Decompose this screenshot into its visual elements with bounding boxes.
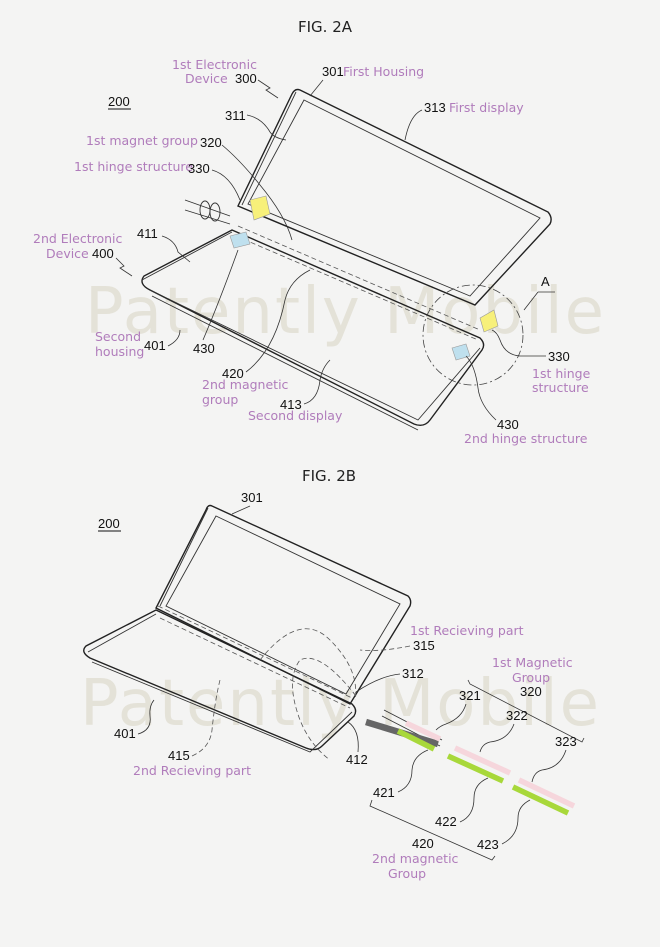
- leader-415: [191, 679, 221, 757]
- ref-400: 400: [92, 246, 114, 261]
- leader-320-a: [221, 144, 293, 241]
- ref-422: 422: [435, 814, 457, 829]
- ref-423: 423: [477, 837, 499, 852]
- magnet-rods: [365, 709, 576, 816]
- ref-323: 323: [555, 734, 577, 749]
- detail-a-label: A: [541, 274, 550, 289]
- ref-401-b: 401: [114, 726, 136, 741]
- second-housing-drawing: [141, 225, 485, 431]
- ref-301: 301: [322, 64, 344, 79]
- label-second-display: Second display: [248, 408, 343, 423]
- label-second-housing-line1: Second: [95, 329, 141, 344]
- first-magnet-right: [479, 309, 499, 333]
- leader-420-a: [245, 269, 311, 373]
- bracket-320: [467, 679, 585, 743]
- ref-322: 322: [506, 708, 528, 723]
- leader-401-a: [167, 329, 181, 347]
- leader-322: [479, 723, 515, 753]
- leader-400: [115, 257, 133, 277]
- leader-312: [355, 673, 401, 693]
- ref-413: 413: [280, 397, 302, 412]
- label-first-device-line2: Device: [185, 71, 228, 86]
- fig-2a-title: FIG. 2A: [298, 18, 353, 36]
- label-second-magnetic-group-b-line2: Group: [388, 866, 426, 881]
- fig-2b-title: FIG. 2B: [302, 467, 356, 485]
- leader-412: [347, 721, 359, 753]
- ref-411: 411: [137, 226, 158, 241]
- leader-411: [161, 235, 191, 263]
- leader-421: [397, 749, 429, 793]
- leader-301: [309, 79, 324, 97]
- ref-300: 300: [235, 71, 257, 86]
- ref-412: 412: [346, 752, 368, 767]
- ref-315: 315: [413, 638, 435, 653]
- ref-200-b: 200: [98, 516, 120, 531]
- receiving-outline-b: [259, 628, 357, 701]
- rotation-axis-icon: [184, 199, 231, 225]
- label-first-housing: First Housing: [343, 64, 424, 79]
- ref-401-a: 401: [144, 338, 166, 353]
- ref-415: 415: [168, 748, 190, 763]
- bracket-420: [369, 799, 496, 861]
- ref-313: 313: [424, 100, 446, 115]
- label-first-hinge-right-line1: 1st hinge: [532, 366, 591, 381]
- ref-420-b: 420: [412, 836, 434, 851]
- label-second-receiving-part: 2nd Recieving part: [133, 763, 251, 778]
- detail-circle-a: [422, 284, 524, 386]
- ref-320-b: 320: [520, 684, 542, 699]
- first-housing-drawing: [237, 88, 552, 306]
- label-first-magnetic-group-line2: Group: [512, 670, 550, 685]
- detail-a-arrow: [523, 291, 555, 311]
- first-magnet-left: [249, 195, 271, 221]
- ref-320-a: 320: [200, 135, 222, 150]
- label-first-device-line1: 1st Electronic: [172, 57, 257, 72]
- leader-323: [531, 749, 567, 783]
- ref-311: 311: [225, 108, 246, 123]
- ref-312: 312: [402, 666, 424, 681]
- ref-330-b: 330: [548, 349, 570, 364]
- leader-422: [459, 777, 489, 823]
- leader-430-a: [202, 249, 239, 341]
- label-second-housing-line2: housing: [95, 344, 144, 359]
- label-first-display: First display: [449, 100, 524, 115]
- leader-430-b: [465, 355, 497, 421]
- leader-311: [246, 114, 287, 141]
- label-first-receiving-part: 1st Recieving part: [410, 623, 524, 638]
- second-magnet-right: [451, 343, 471, 361]
- ref-430-a: 430: [193, 341, 215, 356]
- label-second-magnetic-group-line1: 2nd magnetic: [202, 377, 289, 392]
- ref-420-a: 420: [222, 366, 244, 381]
- ref-200-a: 200: [108, 94, 130, 109]
- leader-321: [435, 703, 467, 731]
- ref-330-a: 330: [188, 161, 210, 176]
- leader-401-b: [137, 699, 155, 735]
- label-first-hinge-right-line2: structure: [532, 380, 589, 395]
- label-second-device-line1: 2nd Electronic: [33, 231, 123, 246]
- label-first-magnet-group: 1st magnet group: [86, 133, 198, 148]
- leader-313: [404, 109, 423, 141]
- leader-413: [303, 359, 331, 405]
- ref-301-b: 301: [241, 490, 263, 505]
- label-second-magnetic-group-b-line1: 2nd magnetic: [372, 851, 459, 866]
- second-housing-drawing-b: [83, 605, 357, 753]
- ref-430-b: 430: [497, 417, 519, 432]
- leader-315: [359, 645, 411, 651]
- first-receiving-outline: [292, 657, 357, 761]
- ref-421: 421: [373, 785, 395, 800]
- ref-321: 321: [459, 688, 481, 703]
- leader-301-b: [231, 505, 251, 515]
- leader-330-b: [491, 329, 546, 357]
- leader-330-a: [211, 169, 241, 201]
- label-first-magnetic-group-line1: 1st Magnetic: [492, 655, 573, 670]
- label-second-hinge-right: 2nd hinge structure: [464, 431, 588, 446]
- second-magnet-left: [229, 231, 251, 249]
- label-first-hinge-structure: 1st hinge structure: [74, 159, 193, 174]
- first-housing-drawing-b: [155, 504, 412, 705]
- label-second-device-line2: Device: [46, 246, 89, 261]
- label-second-magnetic-group-line2: group: [202, 392, 238, 407]
- leader-300: [257, 79, 279, 99]
- leader-423: [501, 799, 531, 845]
